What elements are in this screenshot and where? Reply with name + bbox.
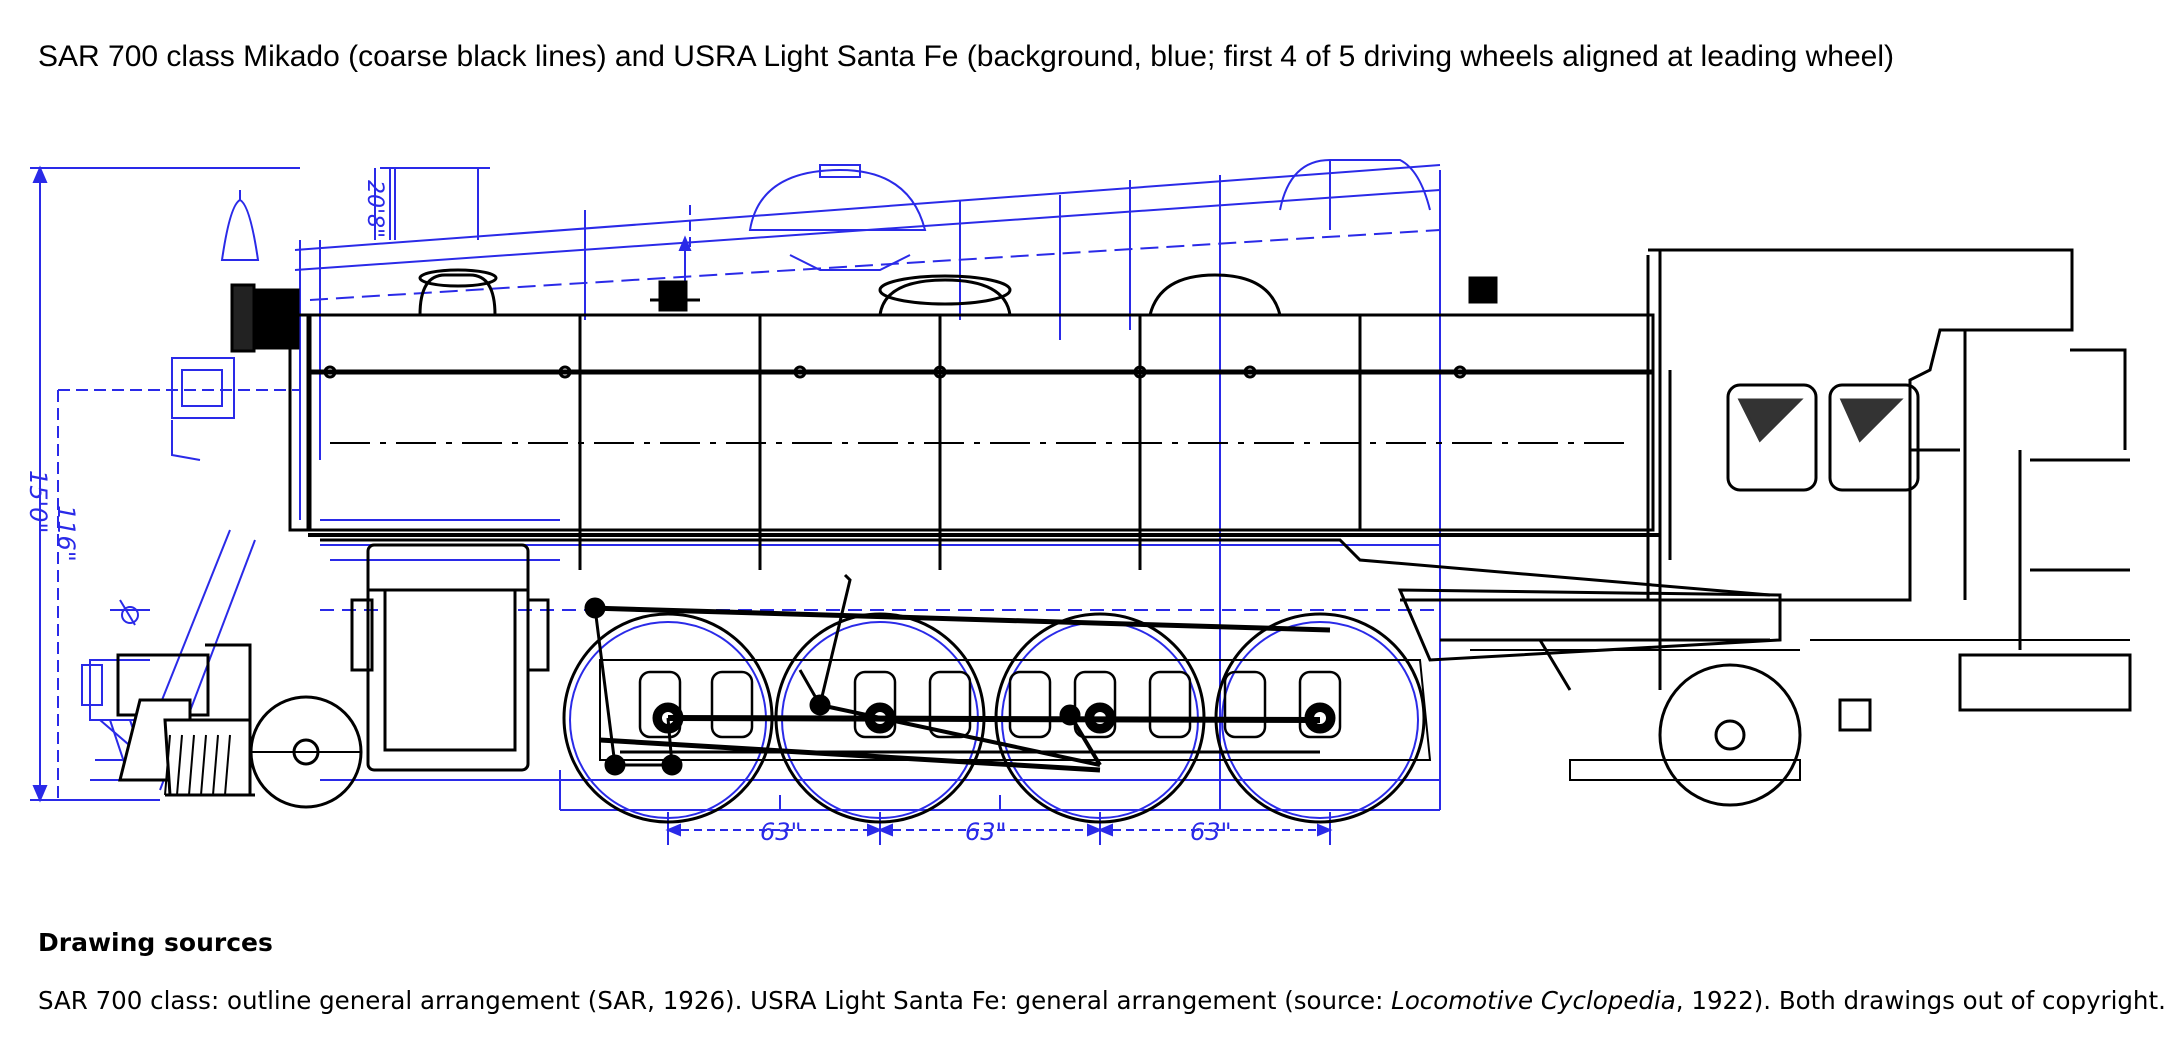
sources-text-italic-title: Locomotive Cyclopedia bbox=[1391, 986, 1676, 1015]
figure-title: SAR 700 class Mikado (coarse black lines… bbox=[38, 40, 1895, 73]
overall-height-label: 15'0" bbox=[24, 470, 52, 533]
stack-height-label: 20'8" bbox=[362, 180, 387, 238]
sources-text: SAR 700 class: outline general arrangeme… bbox=[38, 986, 2166, 1015]
wheel-spacing-label-2: 63" bbox=[965, 818, 1007, 846]
wheel-spacing-label-1: 63" bbox=[760, 818, 802, 846]
sources-heading: Drawing sources bbox=[38, 928, 273, 957]
wheel-spacing-label-3: 63" bbox=[1190, 818, 1232, 846]
sources-text-part2: , 1922). Both drawings out of copyright. bbox=[1675, 986, 2166, 1015]
sources-text-part1: SAR 700 class: outline general arrangeme… bbox=[38, 986, 1392, 1015]
boiler-center-label: 116" bbox=[52, 505, 80, 562]
sar-700-mikado-drawing bbox=[116, 248, 2132, 824]
